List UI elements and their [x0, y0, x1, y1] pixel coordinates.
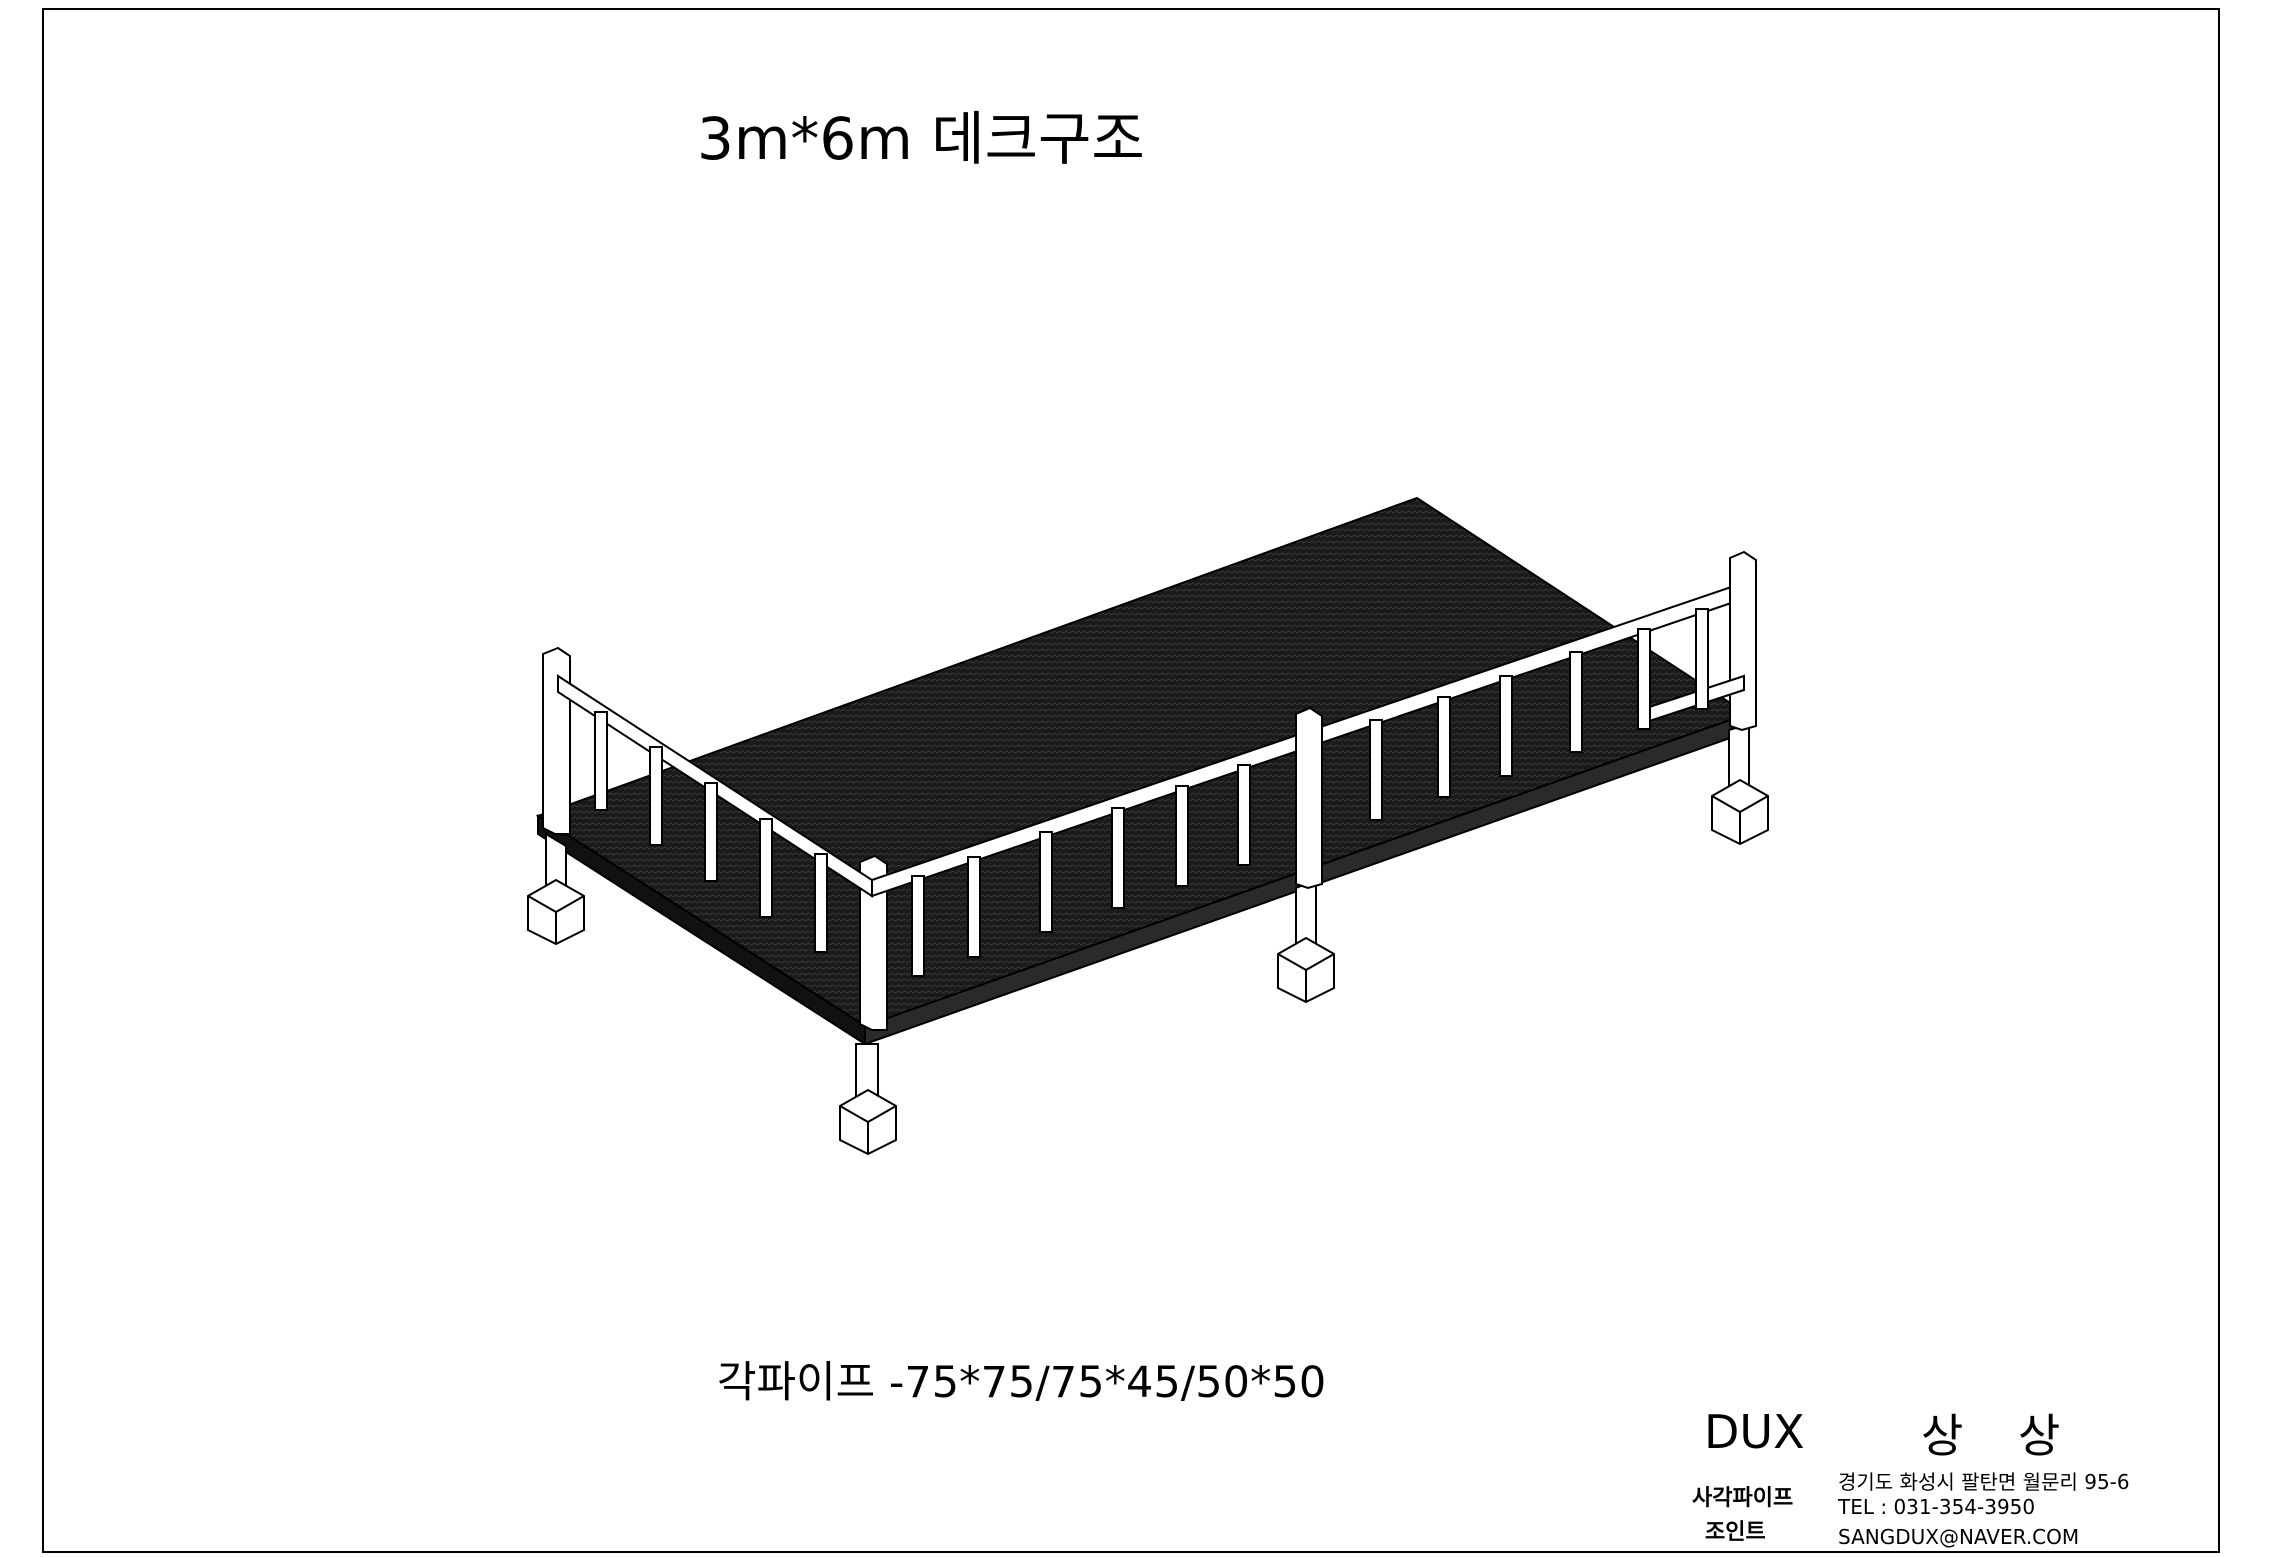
title-block-brand: DUX — [1704, 1405, 1805, 1459]
title-block-product-line2: 조인트 — [1705, 1520, 1766, 1545]
baluster — [649, 746, 663, 846]
post-left-back — [542, 646, 571, 835]
baluster — [1437, 696, 1451, 798]
baluster — [967, 856, 981, 958]
baluster — [1175, 785, 1189, 887]
title-block-brand-korean: 상 상 — [1921, 1409, 2081, 1463]
baluster — [1039, 831, 1053, 933]
post-front-corner — [859, 854, 888, 1031]
title-block-email: SANGDUX@NAVER.COM — [1838, 1525, 2080, 1549]
post-right-back — [1729, 550, 1757, 732]
support-legs — [527, 722, 1769, 1156]
baluster — [814, 853, 828, 953]
title-block-product-line1: 사각파이프 — [1692, 1486, 1794, 1511]
baluster — [759, 818, 773, 918]
drawing-sheet-border — [42, 8, 2220, 1553]
baluster — [704, 782, 718, 882]
baluster — [1111, 807, 1125, 909]
railing-front-side — [871, 550, 1757, 977]
baluster — [1499, 675, 1513, 777]
baluster — [594, 711, 608, 811]
baluster — [1237, 764, 1251, 866]
drawing-title: 3m*6m 데크구조 — [697, 105, 1145, 173]
pipe-spec-label: 각파이프 -75*75/75*45/50*50 — [717, 1358, 1327, 1408]
title-block-tel: TEL : 031-354-3950 — [1838, 1495, 2036, 1519]
baluster — [1569, 651, 1583, 753]
baluster — [1695, 608, 1709, 710]
title-block-address: 경기도 화성시 팔탄면 월문리 95-6 — [1838, 1470, 2130, 1494]
baluster — [1637, 628, 1651, 730]
baluster — [911, 875, 925, 977]
post-middle — [1295, 706, 1323, 890]
baluster — [1369, 719, 1383, 821]
